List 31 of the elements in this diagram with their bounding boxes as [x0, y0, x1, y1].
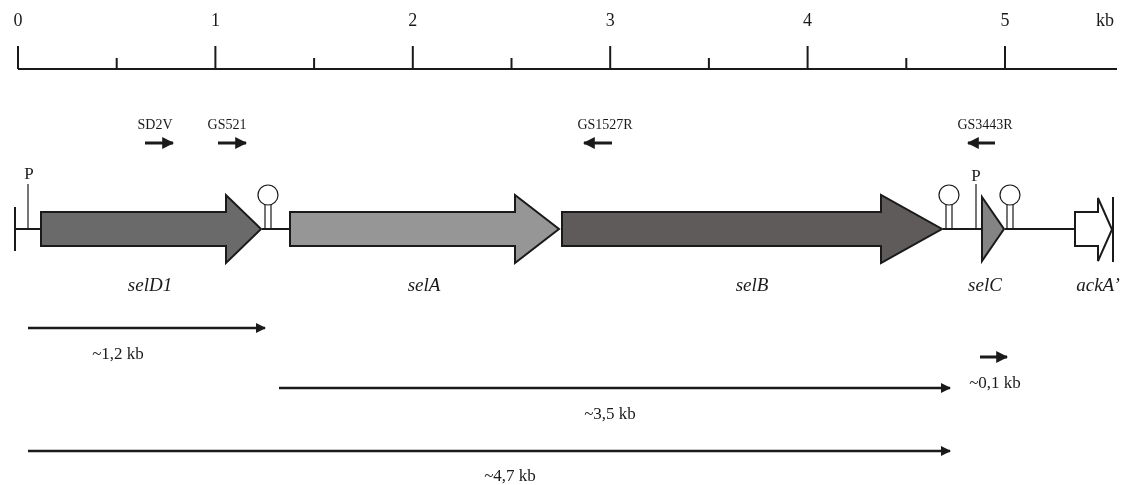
primer-label: GS3443R: [957, 118, 1013, 132]
gene-name: ackA’: [1076, 274, 1120, 294]
dna-strand-line: [942, 228, 982, 230]
gene-name: selD1: [127, 274, 173, 294]
dna-strand-line: [261, 228, 290, 230]
gene-name: selC: [968, 274, 1002, 294]
dna-strand-line: [1004, 228, 1075, 230]
gene-name: selB: [735, 274, 769, 294]
scale-number: 4: [803, 11, 813, 29]
unit-label: kb: [1096, 11, 1114, 29]
transcript-size: ~4,7 kb: [484, 466, 536, 484]
scale-number: 5: [1000, 11, 1010, 29]
transcript-size: ~1,2 kb: [92, 344, 144, 362]
gene-symbol: [289, 194, 560, 264]
scale-number: 1: [210, 11, 220, 29]
primer-label: SD2V: [137, 118, 173, 132]
scale-number: 2: [408, 11, 418, 29]
gene-symbol: [40, 194, 262, 264]
primer-label: GS1527R: [577, 118, 633, 132]
gene-name: selA: [407, 274, 441, 294]
dna-strand-line: [14, 207, 41, 251]
scale-number: 0: [13, 11, 23, 29]
promoter-label: P: [24, 164, 34, 182]
promoter-label: P: [971, 166, 981, 184]
gene-symbol: [981, 196, 1005, 262]
gene-symbol: [561, 194, 943, 264]
primer-label: GS521: [207, 118, 247, 132]
gene-symbol: [1074, 197, 1113, 262]
transcript-size: ~0,1 kb: [969, 373, 1021, 391]
transcript-size: ~3,5 kb: [584, 404, 636, 422]
scale-number: 3: [605, 11, 615, 29]
